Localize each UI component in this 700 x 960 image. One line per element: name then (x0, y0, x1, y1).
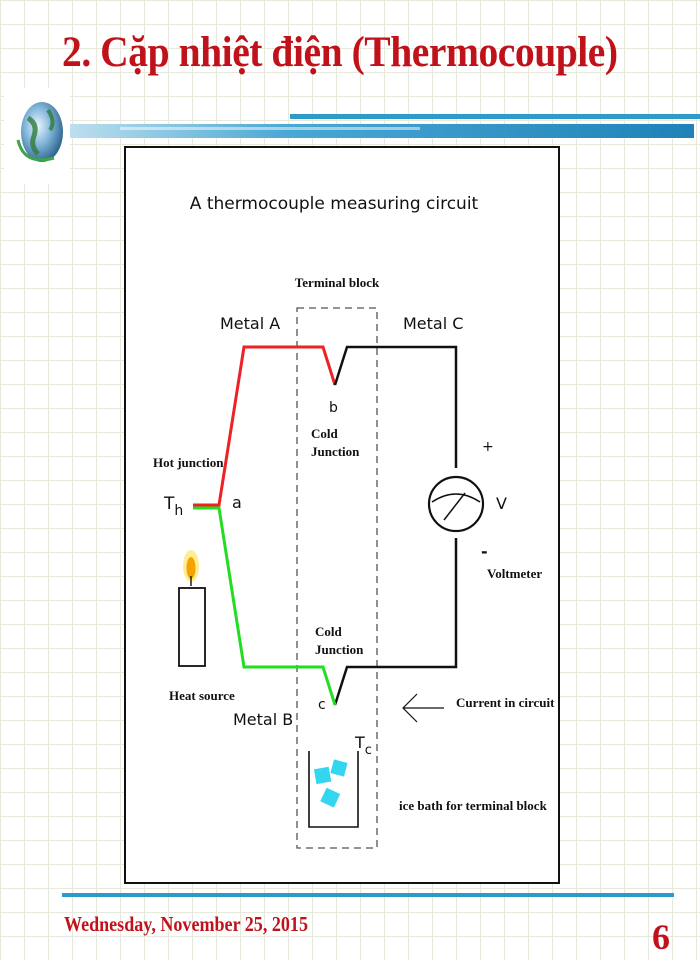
metal-c-wire (333, 345, 458, 468)
metal-b-wire (193, 506, 337, 706)
ice-bath-beaker (308, 751, 359, 828)
th-label: Th (163, 494, 183, 519)
terminal-block-box (296, 307, 378, 849)
junction-c-label: c (318, 697, 326, 713)
hot-junction-label: Hot junction (153, 455, 224, 470)
minus-sign: - (481, 542, 488, 561)
cold-junction-lower-label: Cold Junction (315, 624, 364, 657)
metal-c-wire-lower (333, 538, 458, 706)
page-number: 6 (652, 917, 670, 957)
thermocouple-diagram: A thermocouple measuring circuit Termina… (153, 194, 555, 849)
diagram-panel: A thermocouple measuring circuit Termina… (124, 146, 560, 884)
ice-cube-1 (313, 766, 332, 785)
candle-body-icon (178, 587, 206, 667)
ice-bath-label: ice bath for terminal block (399, 798, 548, 813)
slide-title: 2. Cặp nhiệt điện (Thermocouple) (62, 29, 618, 76)
junction-b-label: b (329, 400, 338, 416)
tc-label: Tc (354, 733, 372, 758)
voltmeter-scale (431, 493, 481, 503)
ice-cube-3 (320, 787, 341, 808)
junction-a-label: a (232, 493, 242, 512)
heat-source-label: Heat source (169, 688, 235, 703)
plus-sign: + (482, 439, 494, 455)
ice-cube-2 (330, 759, 348, 777)
candle-flame-icon (186, 557, 196, 579)
globe-icon (4, 88, 70, 184)
current-arrow-icon (402, 693, 418, 723)
metal-b-label: Metal B (233, 710, 293, 729)
cold-junction-upper-label: Cold Junction (311, 426, 360, 459)
metal-a-label: Metal A (220, 314, 280, 333)
header-bar-highlight (120, 127, 420, 130)
terminal-block-label: Terminal block (295, 275, 380, 290)
voltmeter-label: Voltmeter (487, 566, 542, 581)
volt-symbol: V (496, 494, 507, 513)
footer-date: Wednesday, November 25, 2015 (64, 912, 308, 936)
header-bar-top-line (290, 114, 700, 119)
header-bar (66, 114, 700, 138)
metal-a-wire (193, 345, 337, 507)
voltmeter-needle (443, 492, 466, 521)
header-bar-main (66, 124, 694, 138)
metal-c-label: Metal C (403, 314, 463, 333)
footer-divider (62, 893, 674, 897)
diagram-heading: A thermocouple measuring circuit (190, 194, 479, 214)
current-in-circuit-label: Current in circuit (456, 695, 555, 710)
